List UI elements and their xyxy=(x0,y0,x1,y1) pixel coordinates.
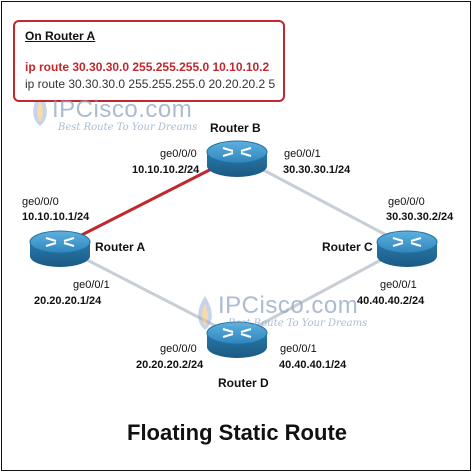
router-b-ge000-port: ge0/0/0 xyxy=(160,148,197,160)
router-d-ge001-ip: 40.40.40.1/24 xyxy=(279,359,347,371)
router-c-ge000-ip: 30.30.30.2/24 xyxy=(386,211,454,223)
router-b-label: Router B xyxy=(210,121,261,135)
router-c-ge001-ip: 40.40.40.2/24 xyxy=(357,295,425,307)
router-d-ge001-port: ge0/0/1 xyxy=(280,343,317,355)
link-b-c xyxy=(236,154,408,248)
router-a-label: Router A xyxy=(95,240,146,254)
router-d-icon[interactable] xyxy=(206,321,268,358)
router-b-ge001-port: ge0/0/1 xyxy=(284,148,321,160)
router-c-label: Router C xyxy=(322,240,373,254)
router-d-label: Router D xyxy=(218,376,269,390)
router-a-ge000-ip: 10.10.10.1/24 xyxy=(22,211,90,223)
router-a-ge001-port: ge0/0/1 xyxy=(73,279,110,291)
router-a-ge000-port: ge0/0/0 xyxy=(22,196,59,208)
primary-route-command: ip route 30.30.30.0 255.255.255.0 10.10.… xyxy=(25,60,270,74)
diagram-title: Floating Static Route xyxy=(127,420,347,445)
router-c-ge001-port: ge0/0/1 xyxy=(380,279,417,291)
floating-route-command: ip route 30.30.30.0 255.255.255.0 20.20.… xyxy=(25,77,276,91)
router-a-ge001-ip: 20.20.20.1/24 xyxy=(34,295,102,307)
watermark-brand: IPCisco.com xyxy=(52,96,193,123)
router-b-ge001-ip: 30.30.30.1/24 xyxy=(283,164,351,176)
link-d-c xyxy=(236,244,408,339)
router-c-ge000-port: ge0/0/0 xyxy=(388,196,425,208)
watermark-logo-icon-2 xyxy=(198,296,212,330)
watermark-brand-2: IPCisco.com xyxy=(218,292,359,319)
watermark-tagline: Best Route To Your Dreams xyxy=(58,122,198,133)
config-title: On Router A xyxy=(25,29,96,43)
router-d-ge000-ip: 20.20.20.2/24 xyxy=(136,359,204,371)
router-a-icon[interactable] xyxy=(29,230,91,267)
router-b-icon[interactable] xyxy=(206,140,268,177)
router-c-icon[interactable] xyxy=(376,230,438,267)
link-a-b xyxy=(59,154,238,248)
router-b-ge000-ip: 10.10.10.2/24 xyxy=(132,164,200,176)
router-d-ge000-port: ge0/0/0 xyxy=(160,343,197,355)
router-a-config-box: On Router A ip route 30.30.30.0 255.255.… xyxy=(13,20,285,102)
watermark-tagline-2: Best Route To Your Dreams xyxy=(228,318,368,329)
